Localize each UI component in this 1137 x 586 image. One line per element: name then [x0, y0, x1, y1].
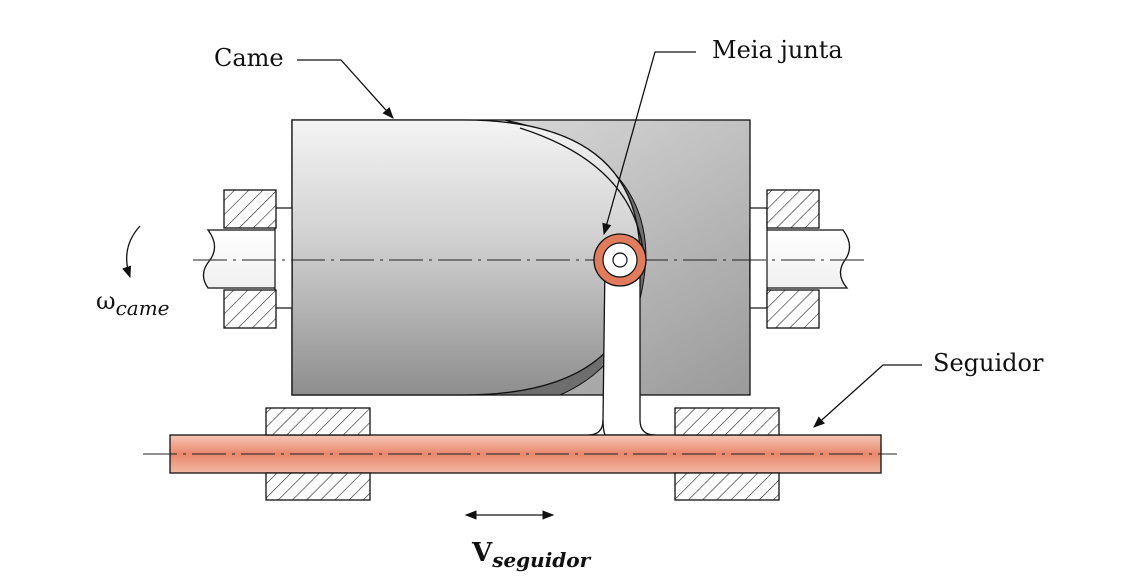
bearing-left-top [223, 189, 277, 229]
omega-label: ωcame [96, 287, 170, 320]
cam-groove-edge-line [519, 127, 645, 259]
cam-label: Came [214, 44, 284, 72]
cam-shaft [202, 207, 851, 309]
omega-subscript: came [116, 296, 170, 320]
rotation-arrow-icon [122, 225, 141, 279]
follower-rod [169, 434, 882, 474]
half-joint-leader [602, 51, 696, 236]
half-joint-pin [612, 252, 628, 268]
guide-right-top [674, 407, 780, 436]
velocity-subscript: seguidor [491, 548, 591, 572]
cam-body [291, 119, 751, 396]
bearing-right-top [766, 189, 820, 229]
velocity-symbol: V [471, 538, 493, 568]
velocity-label: Vseguidor [471, 538, 592, 572]
cam-bearings [223, 189, 820, 329]
shaft-left [202, 229, 293, 289]
guide-right-bottom [674, 472, 780, 501]
bearing-left-bottom [223, 289, 277, 329]
guide-left-bottom [265, 472, 371, 501]
shaft-collar-left [274, 207, 293, 309]
shaft-collar-right [749, 207, 768, 309]
bearing-right-bottom [766, 289, 820, 329]
half-joint-label: Meia junta [712, 36, 843, 64]
half-joint [593, 233, 647, 287]
omega-symbol: ω [96, 287, 116, 315]
follower-bearings [265, 407, 780, 501]
follower-arm-fillet [587, 419, 604, 436]
cam-leader [297, 59, 394, 119]
guide-left-top [265, 407, 371, 436]
follower-label: Seguidor [933, 349, 1044, 377]
follower-leader [813, 364, 922, 428]
